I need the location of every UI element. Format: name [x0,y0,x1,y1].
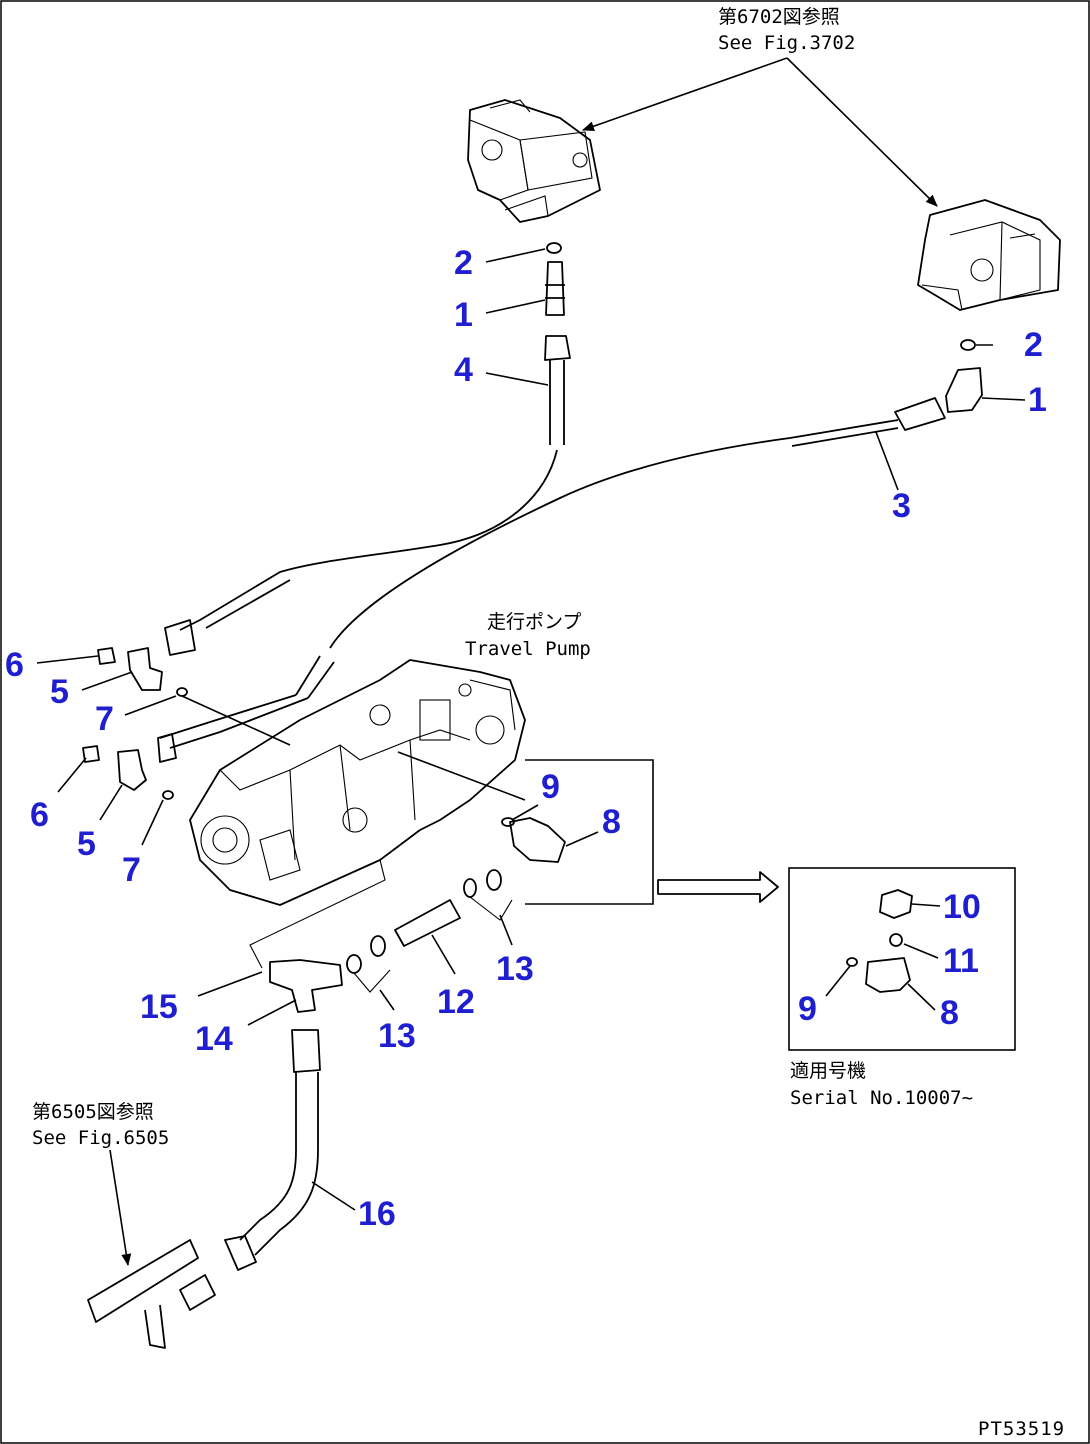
ref-left-jp: 第6505図参照 [32,1101,154,1123]
travel-pump [189,659,526,906]
hose-3-end [894,397,946,431]
pump-detail-box [525,759,654,905]
ref-top-arrow-right [786,57,938,207]
ref-serial-jp: 適用号機 [790,1060,866,1082]
callout-1-top: 1 [454,296,473,334]
callout-4: 4 [454,351,473,389]
elbow-fitting-1b [945,367,983,413]
callout-15: 15 [140,988,178,1026]
callout-7-lower: 7 [122,851,141,889]
ref-left-en: See Fig.6505 [32,1127,169,1149]
return-tube [87,1239,199,1323]
left-fittings-upper [97,647,188,697]
callout-9-pump: 9 [541,768,560,806]
callout-13-left: 13 [378,1017,416,1055]
hose-4-lower [179,449,558,631]
callout-14: 14 [195,1020,233,1058]
hose-3 [329,419,899,649]
callout-1-right: 1 [1028,381,1047,419]
callout-9-detail: 9 [798,990,817,1028]
callout-8-detail: 8 [940,994,959,1032]
ref-top-en: See Fig.3702 [718,32,855,54]
hose-4 [549,360,565,445]
pipe-12 [394,899,461,947]
detail-arrow [657,871,779,903]
callout-13-right: 13 [496,950,534,988]
callout-7-upper: 7 [95,700,114,738]
serial-detail-box [788,867,1016,1051]
o-ring-2b [960,339,976,351]
ref-serial-en: Serial No.10007~ [790,1087,973,1109]
callout-2-right: 2 [1024,326,1043,364]
callout-5-lower: 5 [77,825,96,863]
ref-pump-en: Travel Pump [465,638,591,660]
callout-6-upper: 6 [5,646,24,684]
hose-4-end [544,335,571,361]
ref-pump-jp: 走行ポンプ [487,611,581,633]
left-fittings-lower [82,745,174,800]
elbow-fitting-1a [545,261,565,316]
drawing-code: PT53519 [978,1418,1065,1440]
callout-3: 3 [892,487,911,525]
control-valve-right [917,199,1061,311]
ref-top-jp: 第6702図参照 [718,6,840,28]
callout-12: 12 [437,983,475,1021]
hose-16 [291,1029,321,1073]
ref-top-arrow-left [582,57,788,132]
callout-8-pump: 8 [602,803,621,841]
callout-2-top: 2 [454,244,473,282]
callout-5-upper: 5 [50,673,69,711]
callout-16: 16 [358,1195,396,1233]
control-valve-left [467,99,601,223]
tee-fitting-14 [269,959,343,1013]
o-ring-2a [546,242,562,254]
callout-6-lower: 6 [30,796,49,834]
callout-10: 10 [943,888,981,926]
callout-11: 11 [943,942,979,980]
